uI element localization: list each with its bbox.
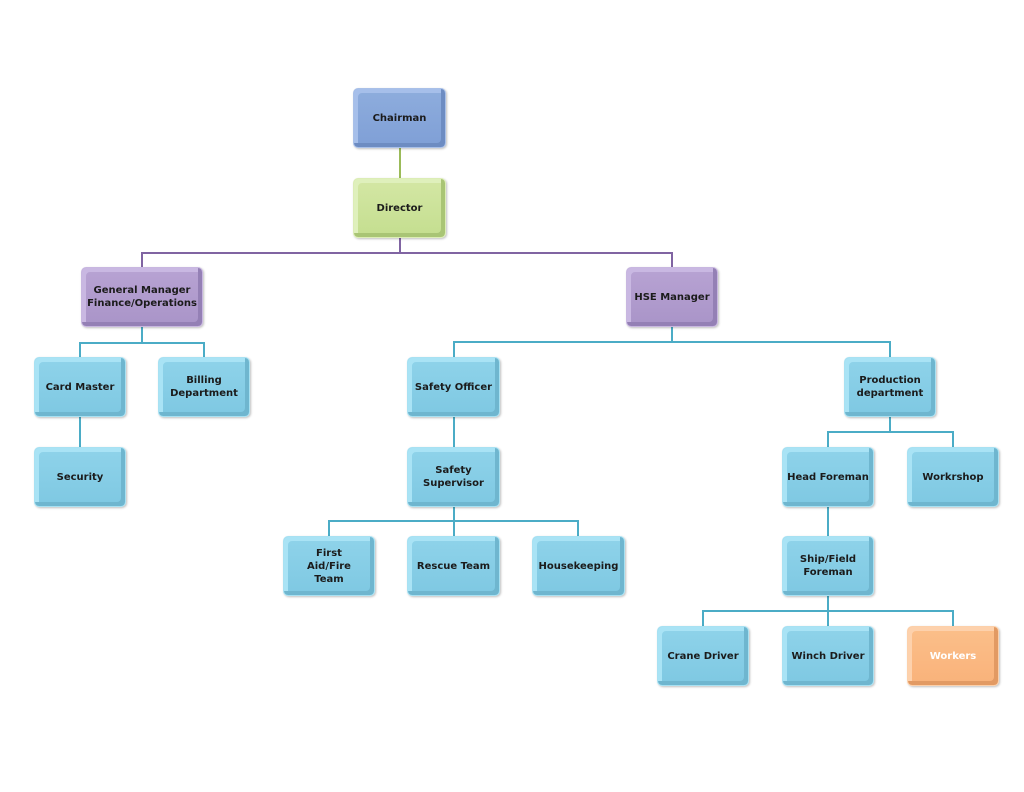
node-housekeeping[interactable]: Housekeeping (532, 536, 625, 596)
connector-hse-children (453, 341, 891, 357)
connector-director-managers (141, 238, 401, 267)
node-general-manager[interactable]: General Manager Finance/Operations (81, 267, 203, 327)
connector-production-children (827, 431, 954, 447)
node-director[interactable]: Director (353, 178, 446, 238)
node-billing-department[interactable]: Billing Department (158, 357, 250, 417)
node-rescue-team[interactable]: Rescue Team (407, 536, 500, 596)
node-production-department[interactable]: Production department (844, 357, 936, 417)
node-crane-driver[interactable]: Crane Driver (657, 626, 749, 686)
node-safety-officer[interactable]: Safety Officer (407, 357, 500, 417)
connector-gm-children (79, 342, 205, 357)
node-security[interactable]: Security (34, 447, 126, 507)
connector-ship-children (702, 610, 954, 626)
node-winch-driver[interactable]: Winch Driver (782, 626, 874, 686)
node-workshop[interactable]: Workrshop (907, 447, 999, 507)
node-first-aid-fire-team[interactable]: First Aid/Fire Team (283, 536, 375, 596)
node-chairman[interactable]: Chairman (353, 88, 446, 148)
node-safety-supervisor[interactable]: Safety Supervisor (407, 447, 500, 507)
node-hse-manager[interactable]: HSE Manager (626, 267, 718, 327)
node-head-foreman[interactable]: Head Foreman (782, 447, 874, 507)
connector-director-hse (400, 252, 673, 267)
connector-supervisor-children (328, 520, 579, 536)
node-card-master[interactable]: Card Master (34, 357, 126, 417)
node-ship-field-foreman[interactable]: Ship/Field Foreman (782, 536, 874, 596)
node-workers[interactable]: Workers (907, 626, 999, 686)
